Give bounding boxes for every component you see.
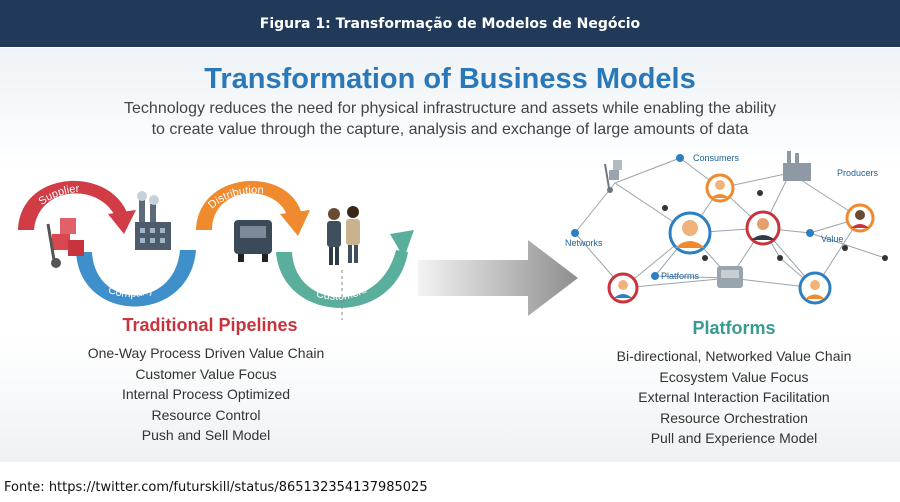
label-consumers: Consumers: [693, 153, 740, 163]
platforms-item: Pull and Experience Model: [650, 430, 818, 446]
company-arc: [76, 250, 196, 307]
platforms-item: External Interaction Facilitation: [638, 389, 830, 405]
customers-arc-arrowhead: [390, 230, 414, 258]
platforms-item: Resource Orchestration: [660, 409, 808, 426]
label-platforms: Platforms: [661, 271, 700, 281]
supplier-arc-arrowhead: [108, 210, 136, 234]
pipeline-list: One-Way Process Driven Value Chain Custo…: [56, 343, 356, 446]
factory-icon: [783, 151, 811, 181]
hand-truck-icon: [604, 160, 622, 193]
pipeline-item: Internal Process Optimized: [121, 386, 291, 402]
label-producers: Producers: [837, 168, 879, 178]
label-networks: Networks: [565, 238, 603, 248]
platforms-network-diagram: Consumers Producers Networks Value Platf…: [565, 151, 888, 305]
transformation-arrow: [418, 240, 578, 316]
label-value: Value: [821, 234, 843, 244]
subtitle-line-2: to create value through the capture, ana…: [151, 121, 749, 138]
avatar-large: [668, 211, 712, 255]
pipeline-item: One-Way Process Driven Value Chain: [87, 345, 325, 361]
pipeline-item: Resource Control: [151, 406, 261, 423]
network-nodes: [571, 154, 888, 280]
platforms-title: Platforms: [692, 318, 776, 338]
infographic-panel: [0, 48, 900, 462]
figure-caption-bar: Figura 1: Transformação de Modelos de Ne…: [0, 0, 900, 47]
avatar-man-suit: [745, 210, 781, 246]
infographic-title: Transformation of Business Models: [204, 63, 696, 95]
pipeline-item: Push and Sell Model: [141, 427, 271, 443]
platforms-item: Ecosystem Value Focus: [659, 368, 809, 385]
subtitle-line-1: Technology reduces the need for physical…: [124, 100, 776, 117]
hand-truck-icon: [46, 218, 84, 268]
flow-label-distribution: Distribution: [206, 184, 264, 211]
avatar-producer: [845, 203, 875, 233]
infographic-subtitle: Technology reduces the need for physical…: [60, 98, 840, 140]
avatar-consumer: [705, 173, 735, 203]
customers-people-icon: [327, 206, 360, 265]
platforms-list: Bi-directional, Networked Value Chain Ec…: [574, 346, 894, 449]
platforms-item: Bi-directional, Networked Value Chain: [616, 348, 852, 364]
flow-label-company: Company: [107, 283, 156, 300]
truck-icon: [234, 220, 272, 262]
avatar-right: [798, 271, 832, 305]
figure-caption: Figura 1: Transformação de Modelos de Ne…: [259, 15, 641, 32]
pipeline-flow-diagram: Supplier Company Distribution Customers: [18, 180, 414, 320]
truck-icon: [717, 266, 743, 288]
pipeline-title: Traditional Pipelines: [122, 315, 298, 335]
avatar-left: [607, 272, 639, 304]
pipeline-item: Customer Value Focus: [135, 365, 277, 382]
distribution-arc: [196, 180, 302, 230]
supplier-arc: [18, 180, 128, 230]
distribution-arc-arrowhead: [280, 210, 310, 236]
customers-arc: [276, 250, 408, 308]
source-citation: Fonte: https://twitter.com/futurskill/st…: [4, 480, 428, 495]
factory-icon: [135, 191, 171, 250]
